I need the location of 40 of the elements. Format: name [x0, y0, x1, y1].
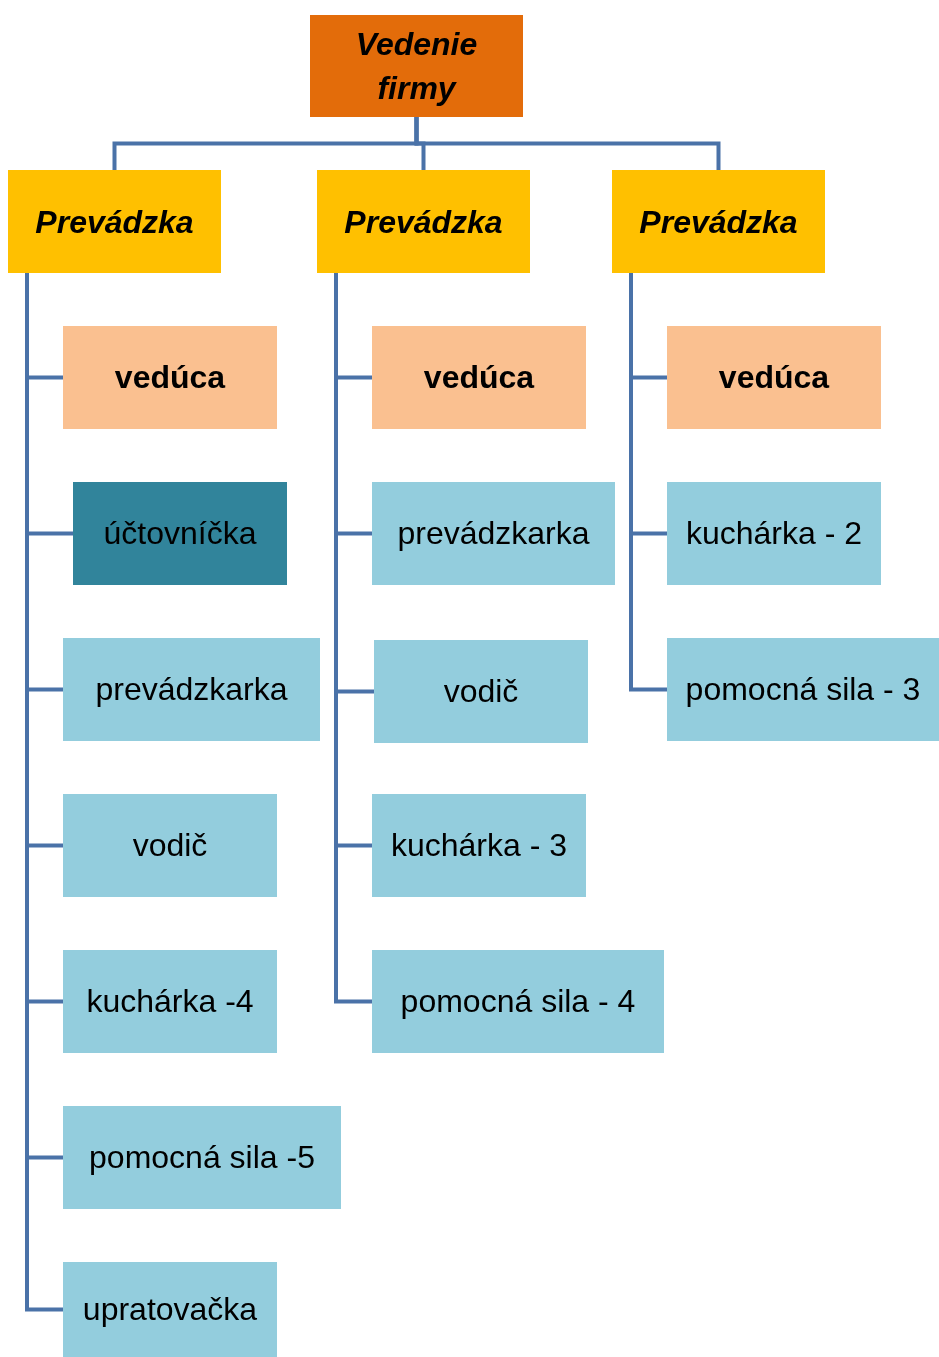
connector-line [414, 117, 721, 170]
role-box [73, 482, 287, 585]
unit-title: Prevádzka [638, 202, 799, 242]
unit-box [612, 170, 825, 273]
role-box [372, 794, 586, 897]
unit-title: Prevádzka [34, 202, 195, 242]
role-box [372, 482, 615, 585]
role-label: upratovačka [82, 1291, 258, 1328]
role-label: vodič [443, 673, 519, 710]
role-box [63, 1106, 341, 1209]
role-label: vedúca [114, 359, 226, 396]
role-label: kuchárka - 3 [390, 827, 568, 864]
connector-line [629, 273, 667, 692]
role-label: pomocná sila -5 [89, 1139, 315, 1176]
role-label: prevádzkarka [397, 515, 590, 552]
role-box [667, 482, 881, 585]
role-box [63, 638, 320, 741]
role-label: vodič [132, 827, 208, 864]
unit-box [317, 170, 530, 273]
role-box [374, 640, 588, 743]
role-label: kuchárka -4 [86, 983, 254, 1020]
role-label: pomocná sila - 4 [400, 983, 636, 1020]
role-label: účtovníčka [103, 515, 257, 552]
role-box [667, 326, 881, 429]
role-label: prevádzkarka [95, 671, 288, 708]
unit-title: Prevádzka [343, 202, 504, 242]
role-box [63, 950, 277, 1053]
role-box [372, 326, 586, 429]
unit-box [8, 170, 221, 273]
role-label: pomocná sila - 3 [685, 671, 921, 708]
role-box [63, 326, 277, 429]
role-box [372, 950, 664, 1053]
role-label: kuchárka - 2 [685, 515, 863, 552]
role-label: vedúca [718, 359, 830, 396]
role-label: vedúca [423, 359, 535, 396]
role-box [63, 794, 277, 897]
role-box [63, 1262, 277, 1357]
role-box [667, 638, 939, 741]
unit-box [310, 15, 523, 117]
unit-title: Vedenie firmy [354, 25, 479, 108]
